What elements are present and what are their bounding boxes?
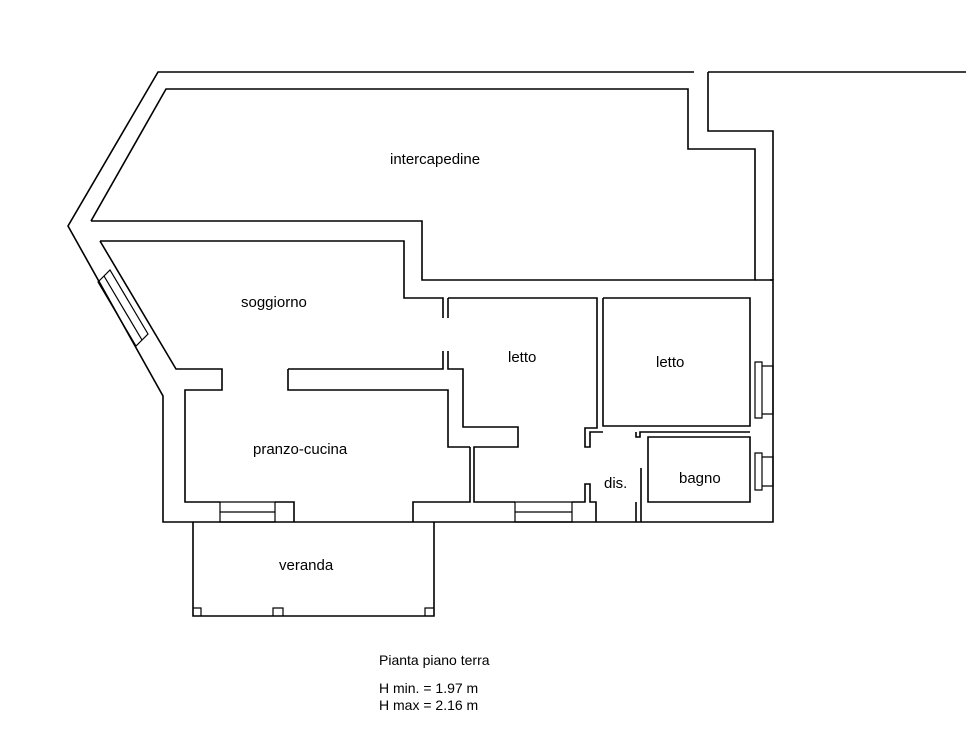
- window-south-1: [219, 501, 276, 523]
- room-label-pranzo-cucina: pranzo-cucina: [253, 441, 348, 458]
- window-west: [97, 269, 149, 347]
- veranda-outline: [192, 522, 435, 617]
- room-label-letto-1: letto: [508, 349, 536, 366]
- height-min-label: H min. = 1.97 m: [379, 680, 479, 696]
- interior-walls: [275, 279, 773, 522]
- room-label-dis: dis.: [604, 475, 627, 492]
- window-east-1: [754, 361, 774, 419]
- height-max-label: H max = 2.16 m: [379, 697, 479, 713]
- window-east-2: [754, 452, 774, 491]
- room-label-letto-2: letto: [656, 354, 684, 371]
- window-south-2: [514, 501, 573, 523]
- outer-walls: [67, 71, 966, 523]
- plan-caption-title: Pianta piano terra: [379, 652, 490, 668]
- room-label-intercapedine: intercapedine: [390, 151, 480, 168]
- room-label-soggiorno: soggiorno: [241, 294, 307, 311]
- room-label-bagno: bagno: [679, 470, 721, 487]
- plan-caption-heights: H min. = 1.97 m H max = 2.16 m: [379, 680, 478, 714]
- room-label-veranda: veranda: [279, 557, 334, 574]
